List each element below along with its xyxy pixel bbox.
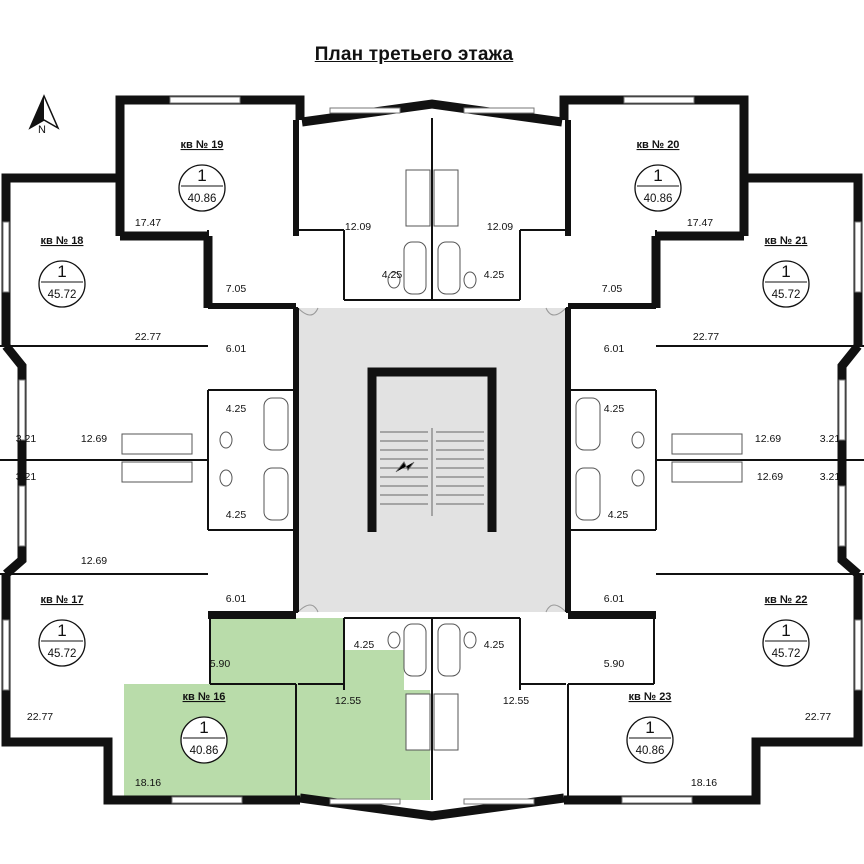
room-area: 22.77: [693, 331, 719, 343]
room-area: 5.90: [604, 658, 625, 670]
room-count-circle: [178, 164, 226, 212]
apartment-5: кв № 20 1 40.86: [634, 139, 682, 212]
apartment-2: кв № 17 1 45.72: [38, 594, 86, 667]
room-area: 6.01: [226, 593, 247, 605]
room-area: 5.90: [210, 658, 231, 670]
room-count: 1: [653, 166, 662, 185]
apartment-area: 45.72: [48, 648, 77, 660]
room-count-circle: [762, 260, 810, 308]
room-area: 6.01: [604, 593, 625, 605]
room-count-circle: [634, 164, 682, 212]
room-area: 12.09: [487, 221, 513, 233]
apartment-area: 45.72: [772, 289, 801, 301]
room-area: 18.16: [135, 777, 161, 789]
room-area: 3.21: [820, 471, 841, 483]
room-count-circle: [762, 619, 810, 667]
apartment-area: 45.72: [772, 648, 801, 660]
highlighted-apartment: [124, 618, 430, 800]
apartment-8: кв № 23 1 40.86: [626, 691, 674, 764]
room-area: 3.21: [16, 433, 37, 445]
room-count: 1: [781, 262, 790, 281]
room-count-circle: [626, 716, 674, 764]
apartment-number: кв № 18: [41, 235, 84, 247]
windows: [2, 96, 862, 805]
room-count: 1: [57, 262, 66, 281]
room-area: 4.25: [484, 269, 505, 281]
apartment-area: 40.86: [636, 745, 665, 757]
interior-partitions: [0, 118, 864, 800]
stair-core: [297, 307, 567, 613]
north-arrow-icon: [28, 94, 60, 130]
room-area: 12.55: [503, 695, 529, 707]
plan-title: План третьего этажа: [314, 44, 514, 65]
room-area: 22.77: [135, 331, 161, 343]
room-count: 1: [199, 718, 208, 737]
core-walls: [208, 120, 656, 619]
room-area: 6.01: [226, 343, 247, 355]
room-area: 4.25: [604, 403, 625, 415]
kitchen-counters: [121, 169, 743, 751]
apartment-number: кв № 19: [181, 139, 224, 151]
room-area: 12.09: [345, 221, 371, 233]
room-count: 1: [57, 621, 66, 640]
apartment-3: кв № 18 1 45.72: [38, 235, 86, 308]
apartment-number: кв № 22: [765, 594, 808, 606]
apartment-6: кв № 21 1 45.72: [762, 235, 810, 308]
room-count-circle: [38, 260, 86, 308]
compass-letter: N: [38, 124, 46, 136]
room-area: 4.25: [226, 403, 247, 415]
room-area: 12.55: [335, 695, 361, 707]
room-area: 18.16: [691, 777, 717, 789]
room-area: 22.77: [805, 711, 831, 723]
bathroom-fixtures: [219, 241, 645, 677]
apartment-1: кв № 16 1 40.86: [180, 691, 228, 764]
apartment-number: кв № 16: [183, 691, 226, 703]
apartment-area: 40.86: [644, 193, 673, 205]
room-area: 4.25: [382, 269, 403, 281]
apartment-number: кв № 21: [765, 235, 808, 247]
room-area: 12.69: [81, 433, 107, 445]
room-area-labels: 17.47 12.09 12.09 17.47 7.05 4.25 4.25 7.05 22.7…: [16, 217, 841, 789]
room-area: 4.25: [354, 639, 375, 651]
room-count-circle: [180, 716, 228, 764]
apartment-number: кв № 20: [637, 139, 680, 151]
room-area: 12.69: [81, 555, 107, 567]
room-area: 4.25: [484, 639, 505, 651]
room-count-circle: [38, 619, 86, 667]
apartment-number: кв № 17: [41, 594, 84, 606]
room-count: 1: [781, 621, 790, 640]
room-area: 3.21: [820, 433, 841, 445]
room-area: 17.47: [687, 217, 713, 229]
room-area: 12.69: [757, 471, 783, 483]
room-area: 7.05: [602, 283, 623, 295]
room-count: 1: [645, 718, 654, 737]
apartment-number: кв № 23: [629, 691, 672, 703]
apartment-area: 40.86: [190, 745, 219, 757]
room-area: 3.21: [16, 471, 37, 483]
apartment-area: 45.72: [48, 289, 77, 301]
room-area: 4.25: [226, 509, 247, 521]
apartment-area: 40.86: [188, 193, 217, 205]
room-count: 1: [197, 166, 206, 185]
room-area: 4.25: [608, 509, 629, 521]
room-area: 6.01: [604, 343, 625, 355]
room-area: 22.77: [27, 711, 53, 723]
apartment-4: кв № 19 1 40.86: [178, 139, 226, 212]
room-area: 17.47: [135, 217, 161, 229]
room-area: 12.69: [755, 433, 781, 445]
apartment-7: кв № 22 1 45.72: [762, 594, 810, 667]
room-area: 7.05: [226, 283, 247, 295]
